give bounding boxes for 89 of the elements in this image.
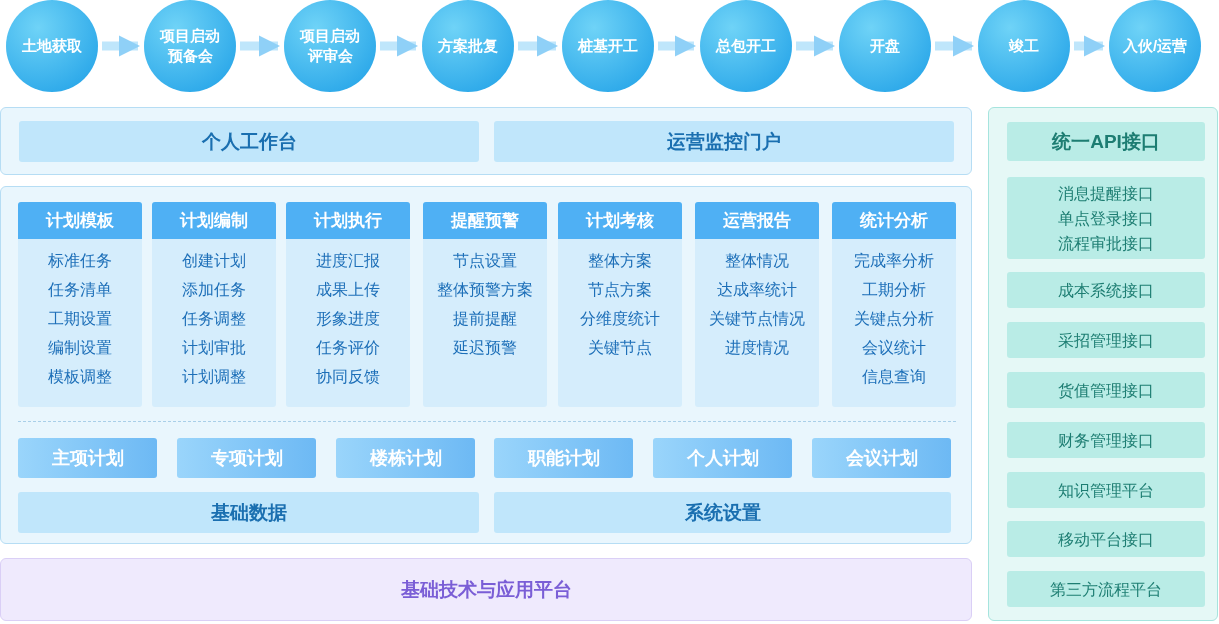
module-card xyxy=(558,202,682,407)
module-card xyxy=(423,202,547,407)
menu-item: 形象进度 xyxy=(316,309,380,329)
stage-circle: 开盘 xyxy=(839,0,931,92)
menu-item: 标准任务 xyxy=(48,251,112,271)
plan-tab: 专项计划 xyxy=(177,438,316,478)
module-header: 计划考核 xyxy=(558,202,682,239)
arrow xyxy=(240,35,281,57)
plan-tab: 会议计划 xyxy=(812,438,951,478)
menu-item: 整体方案 xyxy=(588,251,652,271)
plan-tab: 主项计划 xyxy=(18,438,157,478)
interface-box: 财务管理接口 xyxy=(1007,422,1205,458)
plan-tab: 楼栋计划 xyxy=(336,438,475,478)
menu-item: 达成率统计 xyxy=(717,280,797,300)
menu-item: 关键节点情况 xyxy=(709,309,805,329)
menu-item: 整体情况 xyxy=(725,251,789,271)
panel-background xyxy=(0,186,972,544)
interface-box: 移动平台接口 xyxy=(1007,521,1205,557)
interface-box xyxy=(1007,177,1205,259)
menu-item: 分维度统计 xyxy=(580,309,660,329)
menu-item: 节点设置 xyxy=(453,251,517,271)
arrow xyxy=(1074,35,1106,57)
module-tab: 基础数据 xyxy=(18,492,479,533)
arrow xyxy=(518,35,559,57)
menu-item: 任务评价 xyxy=(316,338,380,358)
menu-item: 信息查询 xyxy=(862,367,926,387)
menu-item: 任务调整 xyxy=(182,309,246,329)
menu-item: 关键节点 xyxy=(588,338,652,358)
module-card xyxy=(152,202,276,407)
module-header: 统计分析 xyxy=(832,202,956,239)
interface-box: 知识管理平台 xyxy=(1007,472,1205,508)
menu-item: 协同反馈 xyxy=(316,367,380,387)
interface-name: 流程审批接口 xyxy=(1058,233,1154,254)
module-header: 运营报告 xyxy=(695,202,819,239)
module-card xyxy=(832,202,956,407)
module-header: 提醒预警 xyxy=(423,202,547,239)
menu-item: 节点方案 xyxy=(588,280,652,300)
menu-item: 提前提醒 xyxy=(453,309,517,329)
module-header: 计划模板 xyxy=(18,202,142,239)
interface-box: 成本系统接口 xyxy=(1007,272,1205,308)
interface-box: 第三方流程平台 xyxy=(1007,571,1205,607)
stage-circle: 入伙/运营 xyxy=(1109,0,1201,92)
module-header: 计划执行 xyxy=(286,202,410,239)
arrow xyxy=(380,35,419,57)
interface-name: 消息提醒接口 xyxy=(1058,183,1154,204)
panel-background xyxy=(988,107,1218,621)
menu-item: 任务清单 xyxy=(48,280,112,300)
menu-item: 成果上传 xyxy=(316,280,380,300)
stage-circle: 项目启动预备会 xyxy=(144,0,236,92)
module-tab: 系统设置 xyxy=(494,492,951,533)
menu-item: 编制设置 xyxy=(48,338,112,358)
stage-circle: 竣工 xyxy=(978,0,1070,92)
arrow xyxy=(102,35,141,57)
menu-item: 关键点分析 xyxy=(854,309,934,329)
module-tab: 运营监控门户 xyxy=(494,121,954,162)
interface-name: 单点登录接口 xyxy=(1058,208,1154,229)
menu-item: 整体预警方案 xyxy=(437,280,533,300)
menu-item: 完成率分析 xyxy=(854,251,934,271)
plan-tab: 个人计划 xyxy=(653,438,792,478)
stage-circle: 总包开工 xyxy=(700,0,792,92)
stage-circle: 桩基开工 xyxy=(562,0,654,92)
stage-circle: 项目启动评审会 xyxy=(284,0,376,92)
module-card xyxy=(286,202,410,407)
platform-bar: 基础技术与应用平台 xyxy=(0,558,972,621)
menu-item: 计划审批 xyxy=(182,338,246,358)
interface-box: 采招管理接口 xyxy=(1007,322,1205,358)
menu-item: 进度汇报 xyxy=(316,251,380,271)
stage-circle: 方案批复 xyxy=(422,0,514,92)
menu-item: 添加任务 xyxy=(182,280,246,300)
module-card xyxy=(18,202,142,407)
arrow xyxy=(796,35,836,57)
menu-item: 会议统计 xyxy=(862,338,926,358)
stage-circle: 土地获取 xyxy=(6,0,98,92)
menu-item: 创建计划 xyxy=(182,251,246,271)
plan-tab: 职能计划 xyxy=(494,438,633,478)
module-card xyxy=(695,202,819,407)
menu-item: 计划调整 xyxy=(182,367,246,387)
api-header: 统一API接口 xyxy=(1007,122,1205,161)
module-tab: 个人工作台 xyxy=(19,121,479,162)
arrow xyxy=(658,35,697,57)
menu-item: 进度情况 xyxy=(725,338,789,358)
interface-box: 货值管理接口 xyxy=(1007,372,1205,408)
module-header: 计划编制 xyxy=(152,202,276,239)
menu-item: 延迟预警 xyxy=(453,338,517,358)
arrow xyxy=(935,35,975,57)
panel-background xyxy=(0,107,972,175)
menu-item: 工期分析 xyxy=(862,280,926,300)
menu-item: 模板调整 xyxy=(48,367,112,387)
menu-item: 工期设置 xyxy=(48,309,112,329)
